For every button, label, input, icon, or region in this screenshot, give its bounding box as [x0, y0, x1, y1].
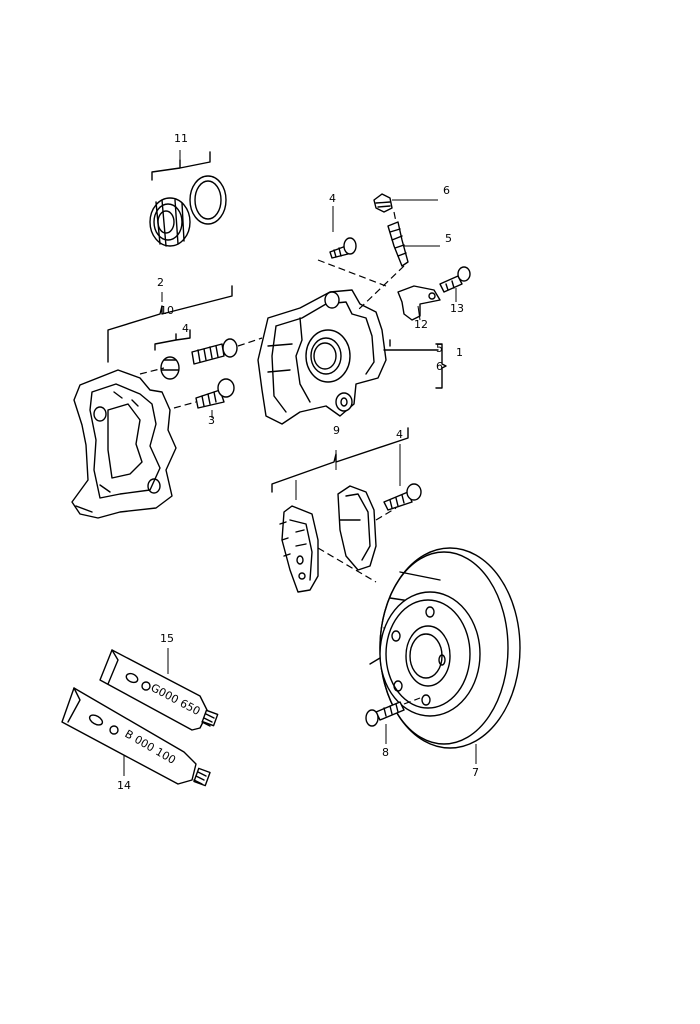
guide-bushing — [160, 356, 180, 380]
callout-5-side: 5 — [436, 342, 443, 355]
callout-4-guide: 4 — [182, 322, 189, 335]
callout-2: 2 — [157, 276, 164, 289]
seal-kit-11 — [149, 150, 227, 247]
callout-7: 7 — [472, 766, 479, 779]
brake-disc-7 — [369, 547, 521, 764]
callout-14: 14 — [117, 779, 131, 792]
callout-11: 11 — [174, 132, 188, 145]
callout-15: 15 — [160, 632, 174, 645]
bolt-4-pad — [383, 444, 422, 511]
bolt-3 — [173, 378, 235, 418]
piston-seal-ring — [189, 175, 227, 225]
callout-4-top: 4 — [329, 192, 336, 205]
callout-5-top: 5 — [445, 232, 452, 245]
callout-9: 9 — [333, 424, 340, 437]
callout-4-pad: 4 — [396, 428, 403, 441]
caliper-body-9 — [257, 289, 439, 425]
bracket-12 — [397, 285, 441, 321]
callout-6-side: 6 — [436, 360, 443, 373]
callout-6-top: 6 — [443, 184, 450, 197]
dust-boot — [149, 197, 191, 247]
dust-cap-6 — [373, 193, 438, 213]
bleeder-valve-5 — [387, 221, 440, 267]
callout-3: 3 — [208, 414, 215, 427]
bolt-13 — [439, 266, 471, 302]
inner-brake-pad — [279, 505, 319, 593]
callout-1: 1 — [456, 346, 463, 359]
outer-brake-pad — [337, 485, 377, 571]
callout-12: 12 — [414, 318, 428, 331]
guide-pin-10 — [139, 329, 263, 380]
callout-13: 13 — [450, 302, 464, 315]
brake-pad-set — [271, 427, 422, 593]
callout-8: 8 — [382, 746, 389, 759]
caliper-piston-bore — [305, 329, 351, 383]
callout-10: 10 — [160, 304, 174, 317]
screw-8 — [365, 697, 421, 744]
guide-bolt — [191, 338, 238, 365]
bolt-4-top — [317, 206, 387, 287]
grease-tube-15: G000 650 — [99, 648, 219, 731]
caliper-carrier-2 — [71, 285, 233, 519]
